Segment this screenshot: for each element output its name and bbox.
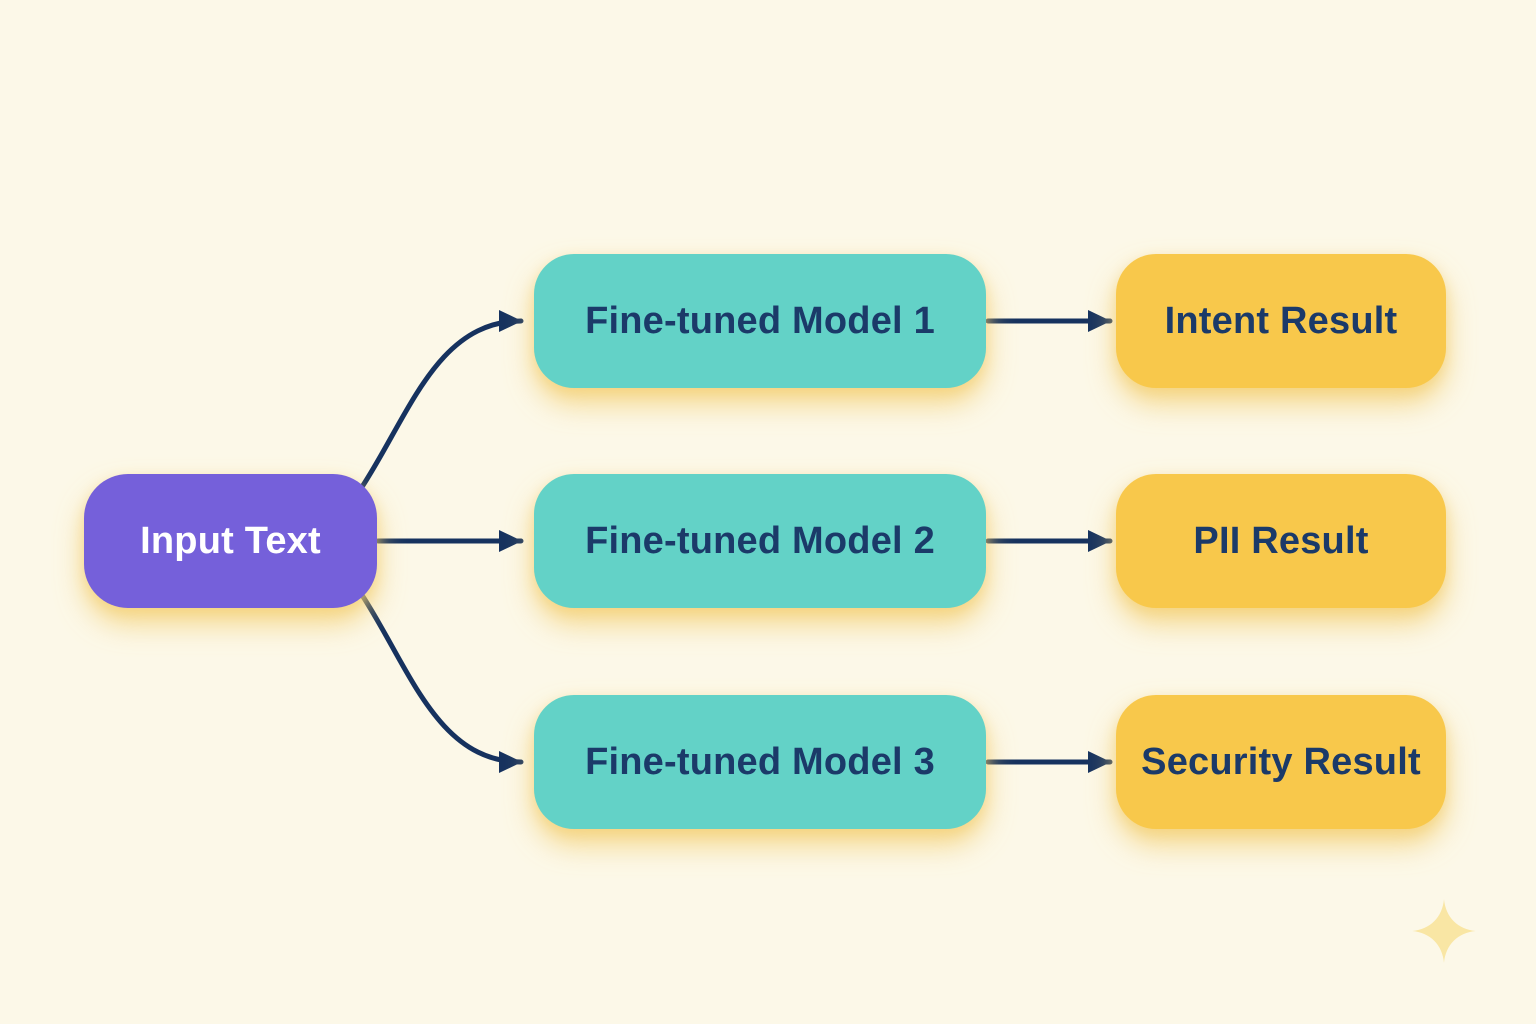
node-fine-tuned-model-1-label: Fine-tuned Model 1 [585, 299, 935, 342]
node-security-result[interactable]: Security Result [1116, 695, 1446, 829]
node-fine-tuned-model-1[interactable]: Fine-tuned Model 1 [534, 254, 986, 388]
node-fine-tuned-model-3[interactable]: Fine-tuned Model 3 [534, 695, 986, 829]
node-intent-result[interactable]: Intent Result [1116, 254, 1446, 388]
node-input-text[interactable]: Input Text [84, 474, 377, 608]
node-fine-tuned-model-2-label: Fine-tuned Model 2 [585, 519, 935, 562]
arrow-input-to-model-3 [357, 589, 524, 773]
node-input-text-label: Input Text [140, 519, 321, 562]
node-security-result-label: Security Result [1141, 740, 1421, 783]
node-pii-result-label: PII Result [1193, 519, 1369, 562]
node-fine-tuned-model-3-label: Fine-tuned Model 3 [585, 740, 935, 783]
node-pii-result[interactable]: PII Result [1116, 474, 1446, 608]
sparkle-icon [1412, 899, 1476, 963]
node-intent-result-label: Intent Result [1164, 299, 1398, 342]
arrow-input-to-model-1 [357, 310, 524, 493]
node-fine-tuned-model-2[interactable]: Fine-tuned Model 2 [534, 474, 986, 608]
